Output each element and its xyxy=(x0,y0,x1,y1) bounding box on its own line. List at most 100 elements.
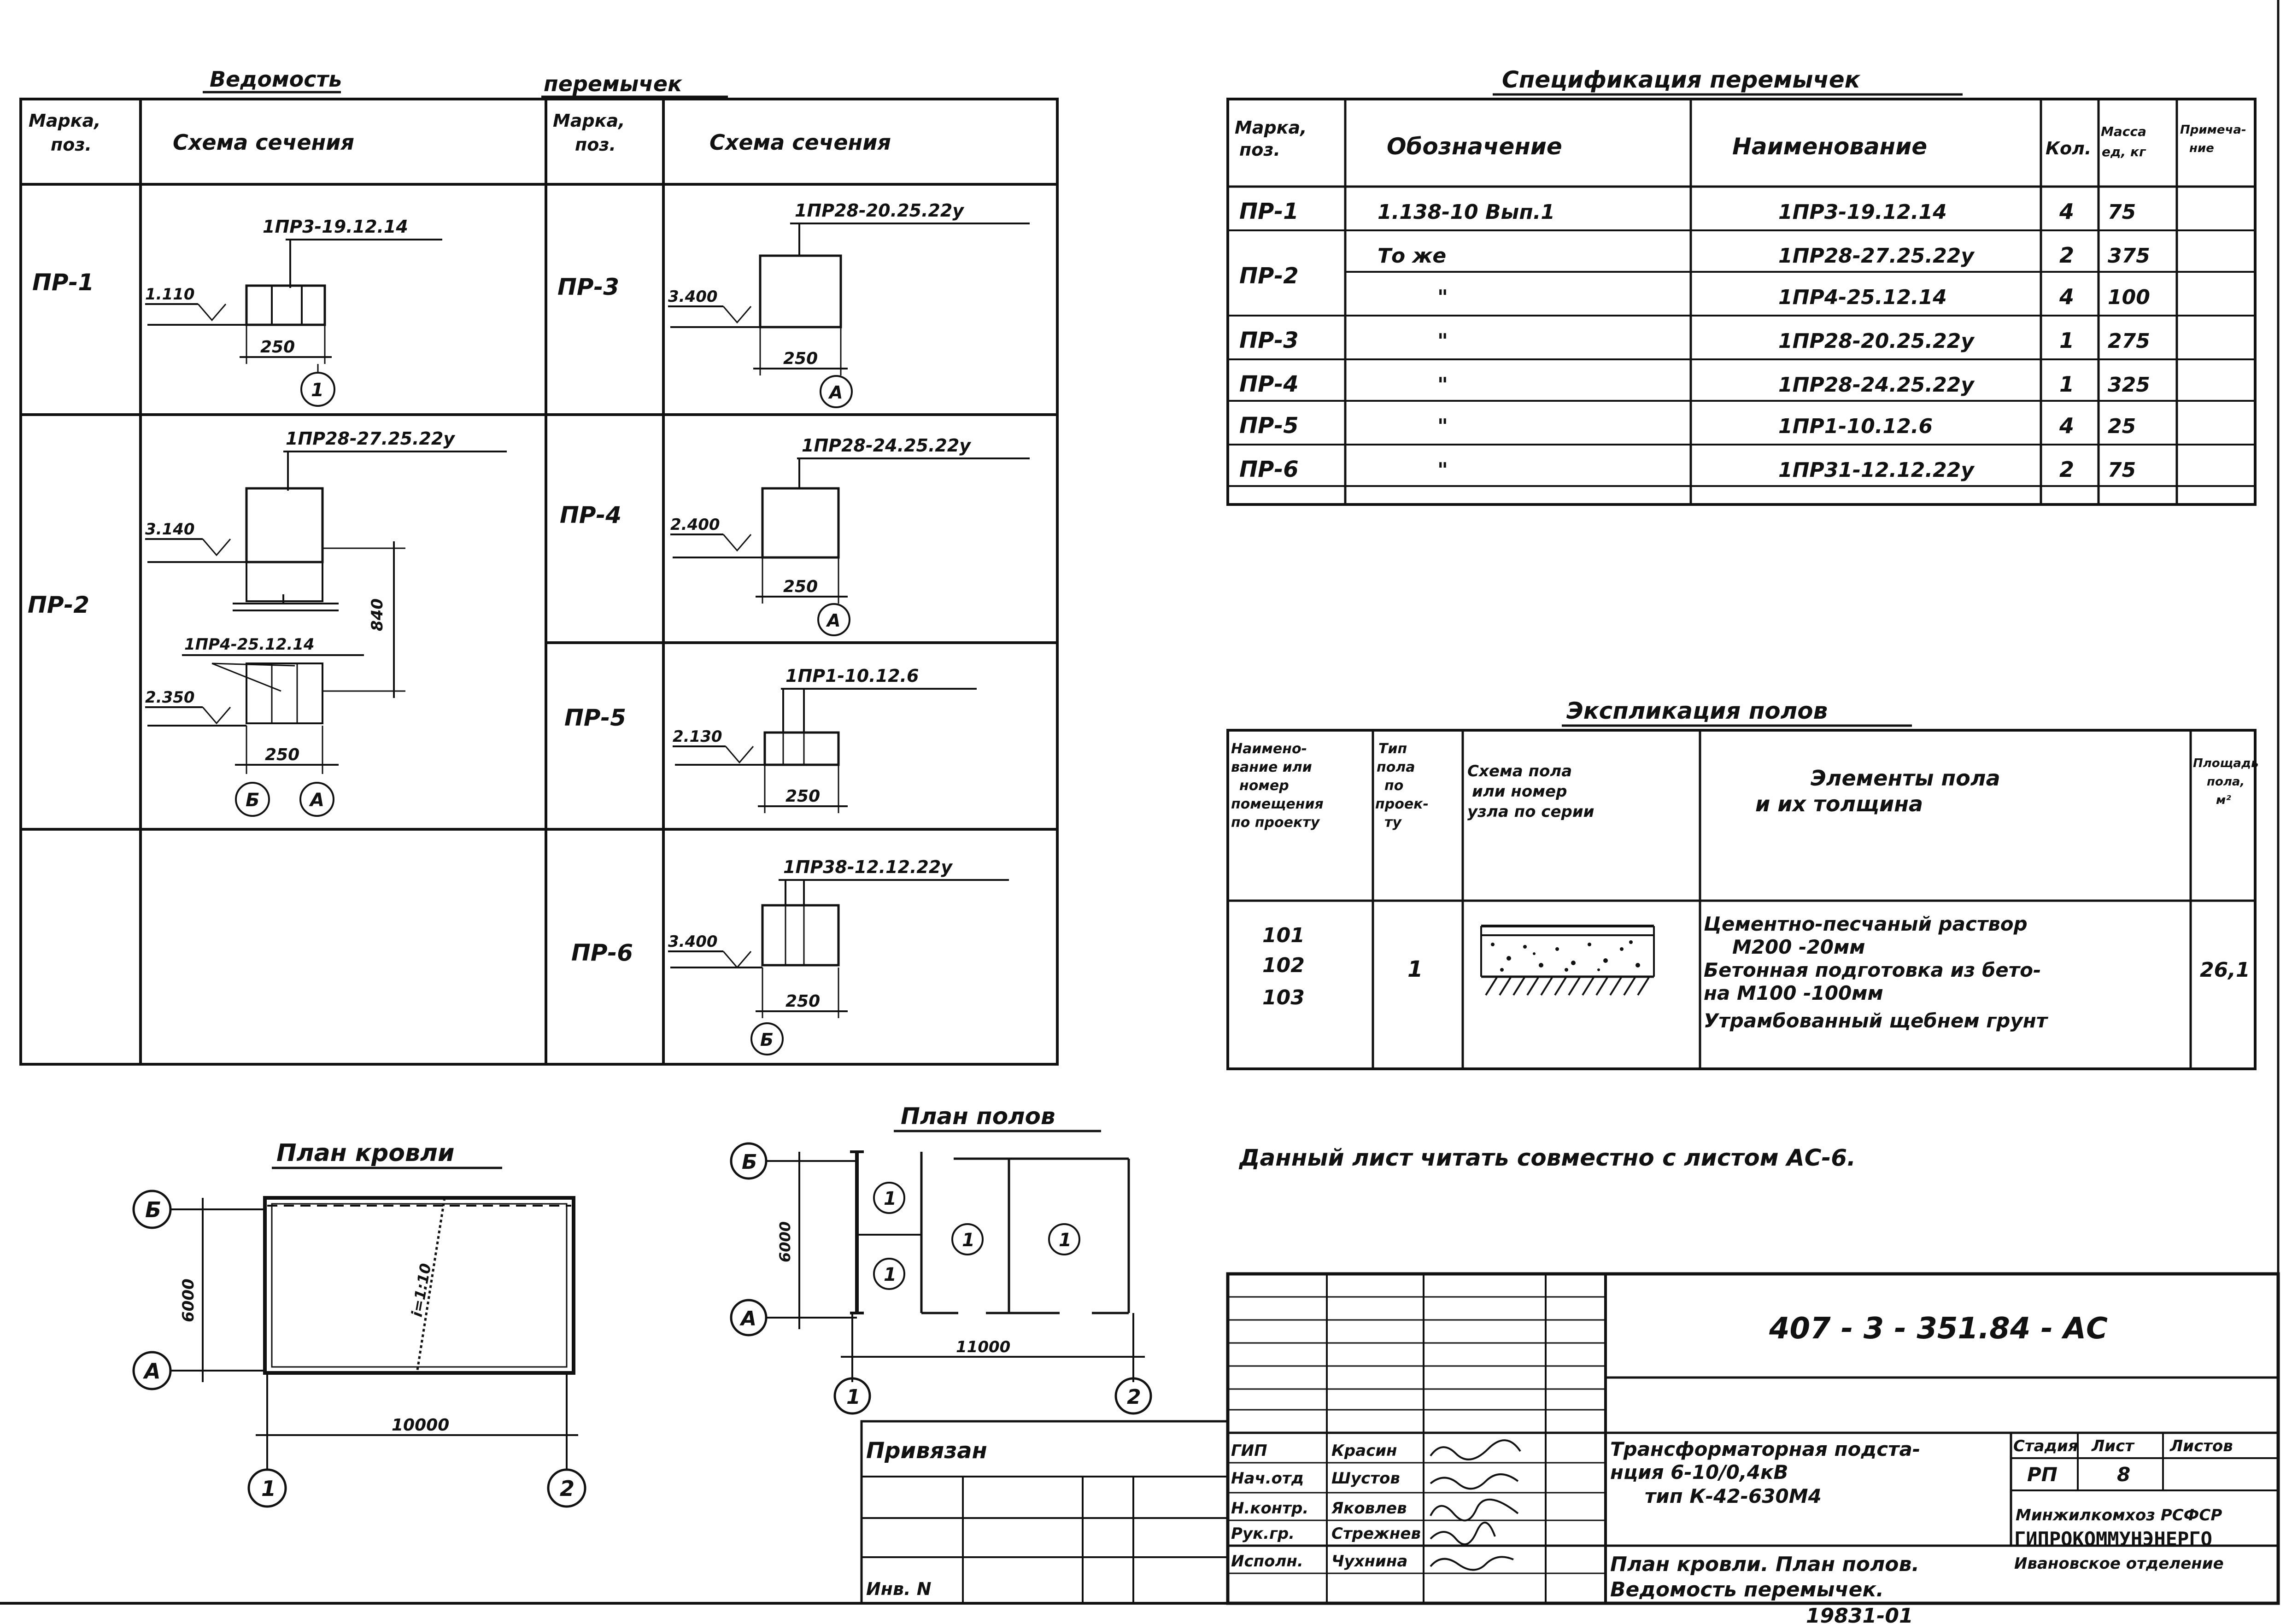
spec-cell-name: 1ПР4-25.12.14 xyxy=(1778,286,1947,309)
roof-slope: i=1:10 xyxy=(408,1262,434,1318)
spec-cell-qty: 1 xyxy=(2059,372,2074,397)
spec-cell-qty: 2 xyxy=(2059,243,2074,268)
floor-element-3: Бетонная подготовка из бето- xyxy=(1704,959,2041,981)
floorplan-room-marker-2: 1 xyxy=(884,1264,897,1285)
spec-cell-designation: 1.138-10 Вып.1 xyxy=(1378,200,1555,224)
spec-cell-qty: 1 xyxy=(2059,328,2074,353)
floor-plan: План полов Б А 6000 1 1 1 xyxy=(730,1103,1152,1415)
width-pr2: 250 xyxy=(265,745,299,764)
width-pr4: 250 xyxy=(783,577,818,596)
axis-pr2-a: А xyxy=(309,790,324,811)
sheet-title-line-1: План кровли. План полов. xyxy=(1610,1553,1919,1576)
bottom-number: 19831-01 xyxy=(1806,1604,1913,1624)
section-sketch-pr4: 1ПР28-24.25.22у 2.400 250 А xyxy=(670,435,1030,636)
spec-cell-name: 1ПР28-20.25.22у xyxy=(1778,329,1975,353)
lintel-schedule-title-left: Ведомость xyxy=(210,67,342,92)
room-101: 101 xyxy=(1262,924,1305,947)
spec-header-name: Наименование xyxy=(1732,133,1927,160)
spec-cell-mark: ПР-6 xyxy=(1239,457,1299,482)
spec-cell-mark: ПР-2 xyxy=(1239,263,1299,289)
floor-element-1: Цементно-песчаный раствор xyxy=(1704,913,2028,935)
header-mark-right: Марка,поз. xyxy=(553,111,625,155)
axis-pr3: А xyxy=(828,382,843,403)
sheets-label: Листов xyxy=(2169,1437,2233,1455)
object-line-3: тип К-42-630М4 xyxy=(1645,1485,1822,1507)
spec-cell-name: 1ПР3-19.12.14 xyxy=(1778,200,1947,224)
signature-name: Шустов xyxy=(1331,1469,1400,1488)
object-line-2: нция 6-10/0,4кВ xyxy=(1610,1461,1788,1483)
axis-pr1: 1 xyxy=(311,380,324,401)
inventory-label: Инв. N xyxy=(866,1579,932,1599)
spec-title: Спецификация перемычек xyxy=(1502,66,1861,93)
section-sketch-pr6: 1ПР38-12.12.22у 3.400 250 Б xyxy=(668,857,1009,1055)
header-mark-left: Марка,поз. xyxy=(29,111,101,155)
spec-header-qty: Кол. xyxy=(2046,138,2091,158)
axis-pr2-b: Б xyxy=(246,790,260,811)
spec-cell-mass: 75 xyxy=(2108,458,2136,482)
floor-element-2: М200 -20мм xyxy=(1732,936,1865,958)
width-pr1: 250 xyxy=(260,338,295,357)
stage-label: Стадия xyxy=(2013,1437,2078,1455)
section-sketch-pr1: 1ПР3-19.12.14 1.110 250 1 xyxy=(145,217,442,407)
floor-plan-walls xyxy=(850,1150,1130,1314)
roof-axis-a: А xyxy=(143,1359,161,1384)
floor-area: 26,1 xyxy=(2200,958,2250,982)
signature-scribbles xyxy=(1430,1439,1521,1571)
signature-name: Красин xyxy=(1331,1442,1397,1460)
signature-role: Рук.гр. xyxy=(1231,1524,1295,1543)
signature-name: Стрежнев xyxy=(1331,1524,1421,1543)
spec-cell-name: 1ПР28-24.25.22у xyxy=(1778,373,1975,397)
spec-cell-qty: 2 xyxy=(2059,457,2074,482)
floorplan-dim-h: 11000 xyxy=(956,1338,1010,1356)
header-scheme-left: Схема сечения xyxy=(173,130,354,155)
level-pr3: 3.400 xyxy=(668,287,718,306)
level-pr6: 3.400 xyxy=(668,932,718,951)
roof-plan: План кровли i=1:10 Б А 6000 10000 1 2 xyxy=(132,1139,586,1508)
spec-cell-name: 1ПР31-12.12.22у xyxy=(1778,458,1975,482)
lintel-label-pr6: 1ПР38-12.12.22у xyxy=(783,857,953,877)
signature-role: Н.контр. xyxy=(1231,1499,1308,1518)
sheet-note: Данный лист читать совместно с листом АС… xyxy=(1238,1144,1856,1171)
object-line-1: Трансформаторная подста- xyxy=(1610,1438,1920,1460)
floors-title: Экспликация полов xyxy=(1566,698,1828,724)
lintel-label-pr1: 1ПР3-19.12.14 xyxy=(263,217,408,237)
section-sketch-pr2: 1ПР28-27.25.22у 3.140 1ПР4-25.12.14 2.35… xyxy=(145,428,507,817)
spec-cell-mass: 25 xyxy=(2108,415,2136,438)
spec-cell-mark: ПР-5 xyxy=(1239,413,1299,439)
spec-cell-qty: 4 xyxy=(2059,284,2074,309)
floorplan-axis-2: 2 xyxy=(1127,1385,1141,1409)
lintel-label-pr4: 1ПР28-24.25.22у xyxy=(802,435,972,456)
width-pr5: 250 xyxy=(785,787,820,806)
signature-role: Нач.отд xyxy=(1231,1469,1304,1488)
spec-cell-name: 1ПР1-10.12.6 xyxy=(1778,415,1933,438)
room-103: 103 xyxy=(1262,986,1305,1009)
sheet-label: Лист xyxy=(2091,1437,2135,1455)
spec-cell-designation: " xyxy=(1437,373,1448,397)
org-line-3: Ивановское отделение xyxy=(2014,1554,2224,1573)
signature-role: ГИП xyxy=(1231,1442,1267,1460)
mark-pr6: ПР-6 xyxy=(571,939,633,966)
lintel-label-pr3: 1ПР28-20.25.22у xyxy=(795,200,965,221)
spec-cell-mark: ПР-3 xyxy=(1239,328,1299,353)
mark-pr2: ПР-2 xyxy=(28,592,89,618)
axis-pr4: А xyxy=(826,610,840,631)
roof-axis-2: 2 xyxy=(560,1476,574,1501)
roof-dim-v: 6000 xyxy=(179,1278,198,1322)
document-code: 407 - 3 - 351.84 - АС xyxy=(1769,1312,2108,1346)
spec-cell-name: 1ПР28-27.25.22у xyxy=(1778,244,1975,268)
floorplan-axis-a: А xyxy=(739,1307,756,1331)
org-line-1: Минжилкомхоз РСФСР xyxy=(2016,1506,2222,1524)
level-pr5: 2.130 xyxy=(673,727,722,746)
level2-pr2: 2.350 xyxy=(145,688,195,707)
sheet-title-line-2: Ведомость перемычек. xyxy=(1610,1578,1884,1601)
spec-cell-designation: " xyxy=(1437,286,1448,309)
lintel-schedule: Ведомость перемычек Марка,поз. Схема сеч… xyxy=(19,67,1059,1066)
spec-cell-designation: " xyxy=(1437,415,1448,438)
spec-cell-mass: 375 xyxy=(2108,244,2150,268)
height-pr2: 840 xyxy=(368,598,387,631)
floorplan-axis-1: 1 xyxy=(846,1385,861,1409)
